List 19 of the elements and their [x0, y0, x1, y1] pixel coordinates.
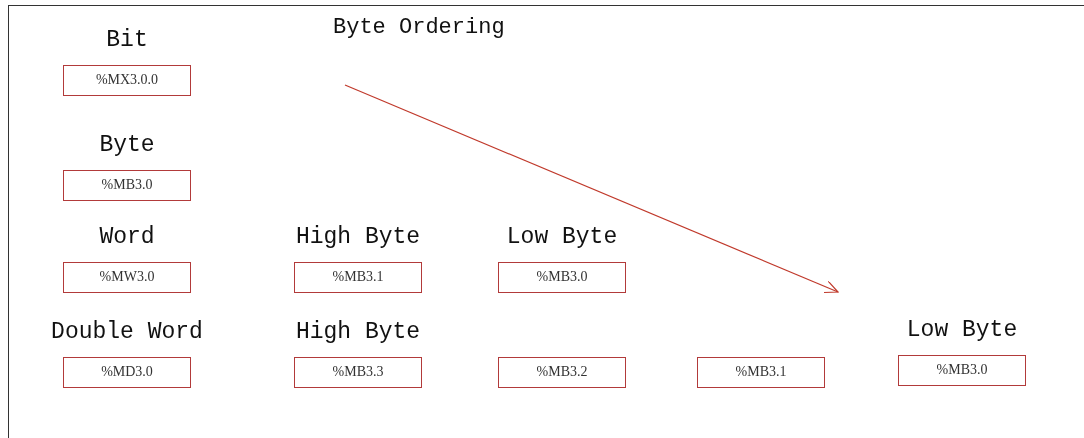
heading-text: Double Word: [51, 319, 203, 345]
heading-text: Bit: [106, 27, 148, 53]
heading-text: Low Byte: [906, 317, 1018, 343]
address-box: %MB3.1: [697, 357, 825, 388]
heading-text: Word: [99, 224, 155, 250]
heading-text: High Byte: [295, 224, 421, 250]
address-box: %MB3.1: [294, 262, 422, 293]
address-box: %MW3.0: [63, 262, 191, 293]
address-box: %MB3.2: [498, 357, 626, 388]
heading-text: High Byte: [295, 319, 421, 345]
address-box: %MX3.0.0: [63, 65, 191, 96]
title-text: Byte Ordering: [333, 15, 505, 40]
address-box: %MB3.3: [294, 357, 422, 388]
heading-text: Byte: [99, 132, 155, 158]
address-box: %MB3.0: [498, 262, 626, 293]
address-box: %MD3.0: [63, 357, 191, 388]
address-box: %MB3.0: [898, 355, 1026, 386]
heading-text: Low Byte: [506, 224, 618, 250]
address-box: %MB3.0: [63, 170, 191, 201]
